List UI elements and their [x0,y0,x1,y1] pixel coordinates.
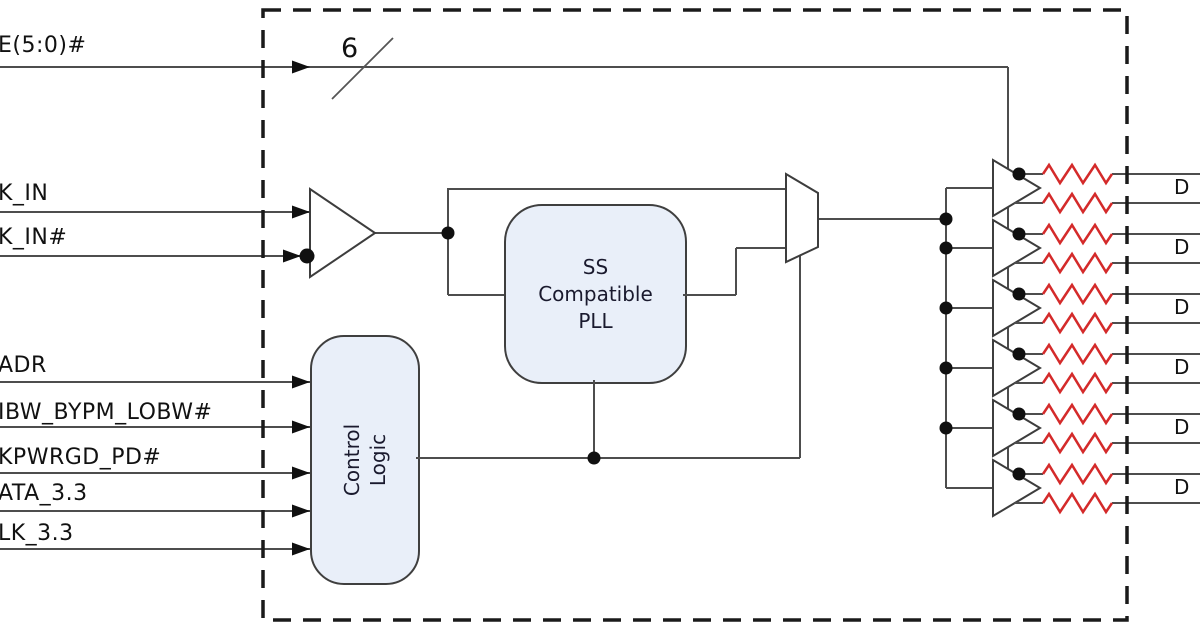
resistor-icon [1041,191,1114,215]
mux-symbol [785,172,819,264]
arrowhead-icon [292,504,310,518]
pin-label-clk33: LK_3.3 [0,521,74,546]
resistor-icon [1041,251,1114,275]
junction-dot [587,451,601,465]
resistor-icon [1041,311,1114,335]
resistor-icon [1041,162,1114,186]
pin-label-oe-bus: E(5:0)# [0,33,87,58]
resistor-icon [1041,402,1114,426]
junction-dot [1012,467,1026,481]
junction-dot [1012,227,1026,241]
junction-dot [441,226,455,240]
output-pin-label: D [1174,415,1190,439]
pin-label-data33: ATA_3.3 [0,481,88,506]
output-buffer-triangle [992,158,1042,218]
bus-width-label: 6 [341,33,359,64]
output-pin-label: D [1174,355,1190,379]
arrowhead-icon [292,375,310,389]
resistor-icon [1041,462,1114,486]
resistor-icon [1041,282,1114,306]
arrowheads [283,60,310,556]
output-buffer-triangle [992,338,1042,398]
junction-dot [939,421,953,435]
output-pin-label: D [1174,475,1190,499]
pin-label-hibw: IBW_BYPM_LOBW# [0,400,213,425]
junction-dot [299,248,315,264]
resistor-icon [1041,342,1114,366]
resistor-icon [1041,491,1114,515]
junction-dot [1012,287,1026,301]
junction-dot [1012,347,1026,361]
arrowhead-icon [292,542,310,556]
pin-label-ckpwrgd: KPWRGD_PD# [0,445,162,470]
junction-dot [1012,407,1026,421]
control-logic-label: Control Logic [339,423,390,497]
output-buffer-triangle [992,278,1042,338]
pll-block-label: SS Compatible PLL [538,254,653,333]
junction-dot [939,301,953,315]
resistor-icon [1041,371,1114,395]
arrowhead-icon [292,60,310,74]
resistor-icon [1041,222,1114,246]
junction-dot [939,241,953,255]
pll-block: SS Compatible PLL [504,204,687,384]
arrowhead-icon [283,249,301,263]
output-buffer-triangle [992,458,1042,518]
junction-dot [939,361,953,375]
control-logic-block: Control Logic [310,335,420,585]
input-buffer-triangle [309,187,377,279]
arrowhead-icon [292,420,310,434]
output-buffer-triangle [992,218,1042,278]
junction-dot [1012,167,1026,181]
resistor-icon [1041,431,1114,455]
output-buffer-triangle [992,398,1042,458]
junction-dot [939,212,953,226]
pin-label-adr: ADR [0,353,47,378]
pin-label-clk-in: K_IN [0,181,49,206]
arrowhead-icon [292,205,310,219]
output-buffers [992,158,1200,518]
output-pin-label: D [1174,295,1190,319]
output-pin-label: D [1174,235,1190,259]
arrowhead-icon [292,466,310,480]
pin-label-clk-in-b: K_IN# [0,225,68,250]
output-pin-label: D [1174,175,1190,199]
